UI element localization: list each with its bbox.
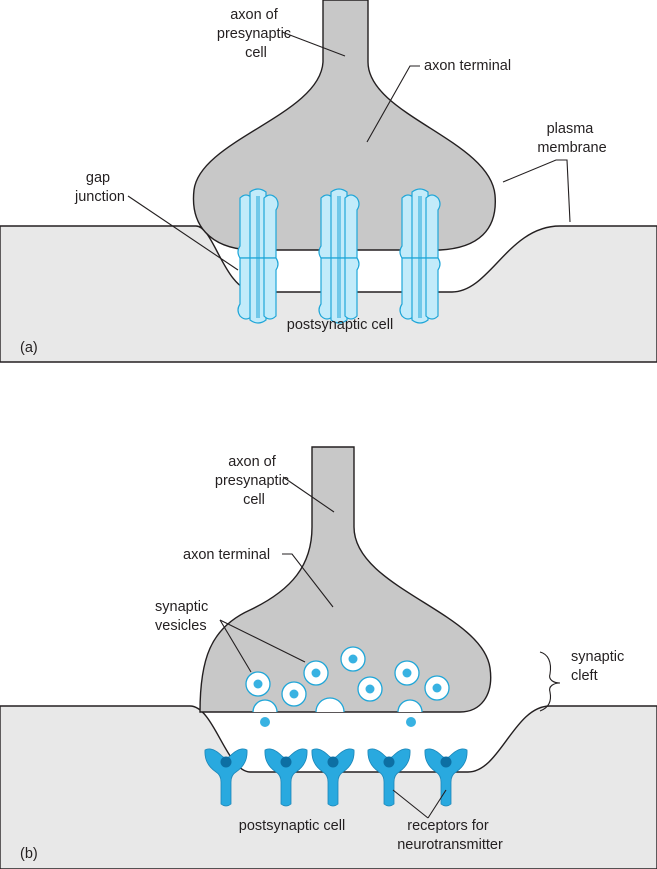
synaptic-vesicle xyxy=(425,676,449,700)
label-axon-terminal-b: axon terminal xyxy=(183,547,270,563)
label-postsynaptic-cell-b: postsynaptic cell xyxy=(239,818,345,834)
panel-tag-b: (b) xyxy=(20,846,38,862)
label-gap-junction: gap junction xyxy=(74,170,125,205)
label-postsynaptic-cell-a: postsynaptic cell xyxy=(287,317,393,333)
label-synaptic-vesicles: synaptic vesicles xyxy=(155,599,212,634)
panel-a: axon of presynaptic cell axon terminal p… xyxy=(0,0,657,362)
panel-b: axon of presynaptic cell axon terminal s… xyxy=(0,447,657,869)
synaptic-vesicle xyxy=(246,672,270,696)
label-axon-terminal-a: axon terminal xyxy=(424,58,511,74)
label-axon-of-presynaptic-cell-a: axon of presynaptic cell xyxy=(217,7,295,61)
label-synaptic-cleft: synaptic cleft xyxy=(571,649,628,684)
leader-line xyxy=(503,160,570,222)
synaptic-vesicle xyxy=(282,682,306,706)
neurotransmitter-molecule xyxy=(260,717,270,727)
cleft-bracket xyxy=(540,652,560,711)
gap-junction-channel xyxy=(319,189,359,323)
label-axon-of-presynaptic-cell-b: axon of presynaptic cell xyxy=(215,454,293,508)
synaptic-vesicle xyxy=(341,647,365,671)
synaptic-vesicle xyxy=(358,677,382,701)
panel-tag-a: (a) xyxy=(20,340,38,356)
synaptic-vesicle xyxy=(395,661,419,685)
gap-junction-channel xyxy=(400,189,440,323)
gap-junction-channel xyxy=(238,189,278,323)
synaptic-vesicle xyxy=(304,661,328,685)
neurotransmitter-molecule xyxy=(406,717,416,727)
label-plasma-membrane: plasma membrane xyxy=(537,121,606,156)
